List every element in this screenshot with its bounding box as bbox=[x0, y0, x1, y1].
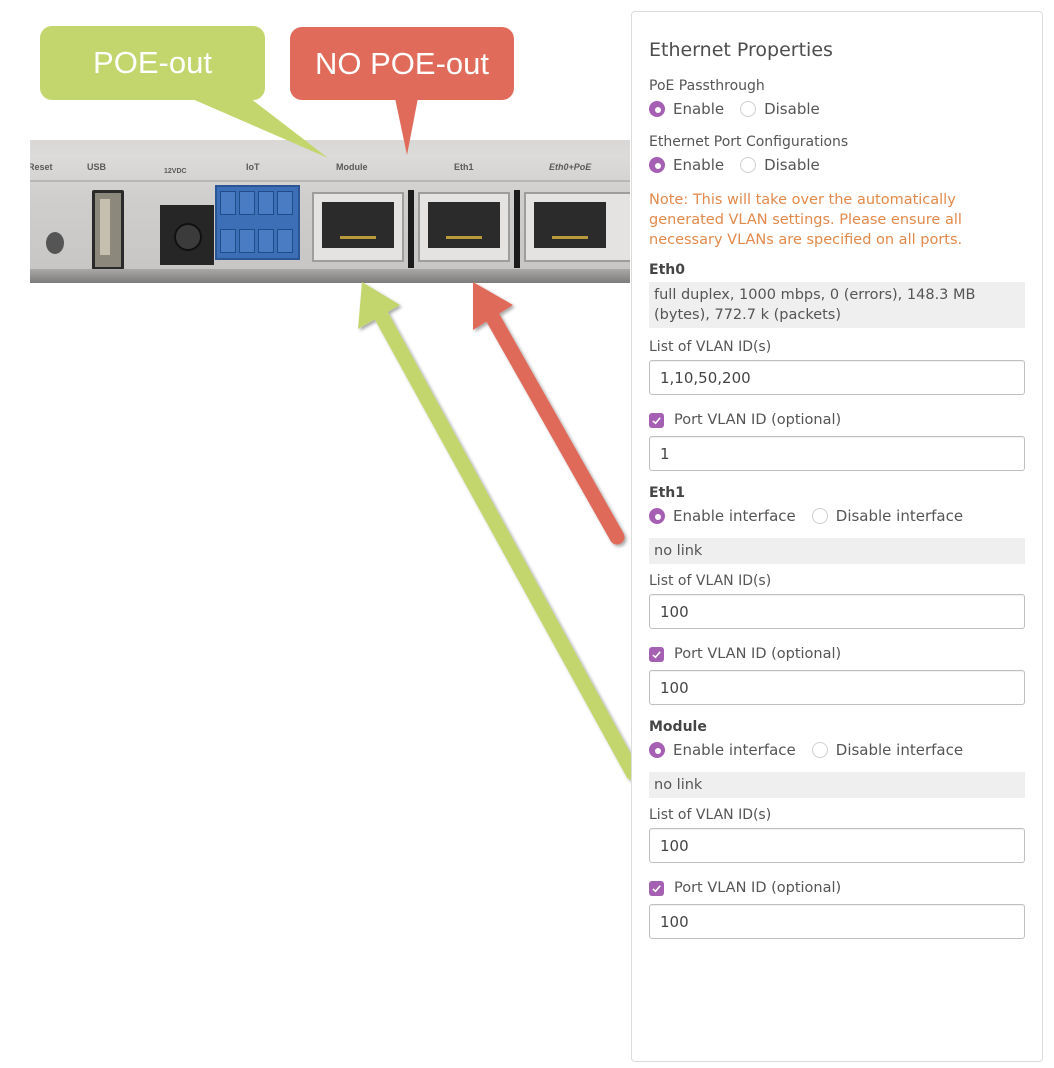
module-enable-interface-radio[interactable] bbox=[649, 742, 665, 758]
module-port bbox=[312, 192, 404, 262]
port-config-disable-radio[interactable] bbox=[740, 157, 757, 173]
device-photo: Reset USB 12VDC IoT Module Eth1 Eth0+PoE bbox=[30, 140, 630, 283]
dc-power-jack bbox=[160, 205, 214, 265]
radio-label[interactable]: Enable interface bbox=[673, 507, 796, 525]
eth1-pvid-checkbox[interactable] bbox=[649, 646, 664, 662]
label-module: Module bbox=[336, 162, 368, 172]
module-vlan-list-label: List of VLAN ID(s) bbox=[649, 807, 772, 823]
label-eth1: Eth1 bbox=[454, 162, 474, 172]
label-eth0-poe: Eth0+PoE bbox=[549, 162, 592, 172]
eth1-vlan-list-label: List of VLAN ID(s) bbox=[649, 573, 772, 589]
poe-passthrough-radio-group: Enable Disable bbox=[649, 96, 1025, 122]
label-usb: USB bbox=[87, 162, 107, 172]
eth1-disable-interface-radio[interactable] bbox=[811, 508, 828, 524]
module-disable-interface-radio[interactable] bbox=[811, 742, 828, 758]
module-pvid-checkbox-row[interactable]: Port VLAN ID (optional) bbox=[649, 878, 1025, 898]
eth0-pvid-checkbox[interactable] bbox=[649, 412, 664, 428]
radio-label[interactable]: Disable bbox=[764, 156, 820, 174]
green-arrow-icon bbox=[358, 282, 641, 781]
eth1-pvid-input[interactable] bbox=[649, 670, 1025, 705]
module-section-label: Module bbox=[649, 719, 707, 735]
module-vlan-list-input[interactable] bbox=[649, 828, 1025, 863]
label-reset: Reset bbox=[30, 162, 53, 172]
reset-button-hole bbox=[46, 232, 64, 254]
vlan-warning-note: Note: This will take over the automatica… bbox=[649, 192, 963, 248]
eth0-poe-port bbox=[524, 192, 630, 262]
radio-label[interactable]: Disable interface bbox=[835, 507, 964, 525]
eth1-pvid-checkbox-row[interactable]: Port VLAN ID (optional) bbox=[649, 644, 1025, 664]
poe-out-callout: POE-out bbox=[40, 26, 265, 100]
eth1-section-label: Eth1 bbox=[649, 485, 685, 501]
eth0-pvid-input[interactable] bbox=[649, 436, 1025, 471]
radio-label[interactable]: Disable interface bbox=[835, 741, 964, 759]
eth0-pvid-checkbox-row[interactable]: Port VLAN ID (optional) bbox=[649, 410, 1025, 430]
module-status: no link bbox=[649, 772, 1025, 798]
checkmark-icon bbox=[652, 416, 661, 424]
port-config-radio-group: Enable Disable bbox=[649, 152, 1025, 178]
radio-label[interactable]: Enable bbox=[673, 156, 725, 174]
radio-label[interactable]: Enable interface bbox=[673, 741, 796, 759]
ethernet-properties-panel: Ethernet Properties PoE Passthrough Enab… bbox=[631, 11, 1043, 1062]
eth1-port bbox=[418, 192, 510, 262]
no-poe-out-callout: NO POE-out bbox=[290, 27, 514, 100]
eth1-pvid-label[interactable]: Port VLAN ID (optional) bbox=[674, 646, 842, 662]
poe-passthrough-enable-radio[interactable] bbox=[649, 101, 665, 117]
eth1-status: no link bbox=[649, 538, 1025, 564]
iot-terminal-block bbox=[215, 185, 300, 260]
eth0-pvid-label[interactable]: Port VLAN ID (optional) bbox=[674, 412, 842, 428]
module-pvid-checkbox[interactable] bbox=[649, 880, 664, 896]
eth0-vlan-list-input[interactable] bbox=[649, 360, 1025, 395]
eth0-status: full duplex, 1000 mbps, 0 (errors), 148.… bbox=[649, 282, 1025, 328]
checkmark-icon bbox=[652, 650, 661, 658]
usb-port bbox=[92, 190, 124, 270]
eth0-vlan-list-label: List of VLAN ID(s) bbox=[649, 339, 772, 355]
checkmark-icon bbox=[652, 884, 661, 892]
eth1-enable-interface-radio[interactable] bbox=[649, 508, 665, 524]
eth0-section-label: Eth0 bbox=[649, 262, 685, 278]
module-pvid-input[interactable] bbox=[649, 904, 1025, 939]
panel-title: Ethernet Properties bbox=[649, 39, 833, 61]
port-config-enable-radio[interactable] bbox=[649, 157, 665, 173]
port-config-label: Ethernet Port Configurations bbox=[649, 134, 849, 150]
eth1-vlan-list-input[interactable] bbox=[649, 594, 1025, 629]
poe-passthrough-disable-radio[interactable] bbox=[740, 101, 757, 117]
module-pvid-label[interactable]: Port VLAN ID (optional) bbox=[674, 880, 842, 896]
module-interface-radio-group: Enable interface Disable interface bbox=[649, 737, 1025, 763]
red-arrow-icon bbox=[473, 282, 625, 545]
poe-passthrough-label: PoE Passthrough bbox=[649, 78, 765, 94]
radio-label[interactable]: Enable bbox=[673, 100, 725, 118]
eth1-interface-radio-group: Enable interface Disable interface bbox=[649, 503, 1025, 529]
photo-strip bbox=[30, 180, 630, 182]
label-iot: IoT bbox=[246, 162, 260, 172]
radio-label[interactable]: Disable bbox=[764, 100, 820, 118]
label-12vdc: 12VDC bbox=[164, 168, 187, 175]
